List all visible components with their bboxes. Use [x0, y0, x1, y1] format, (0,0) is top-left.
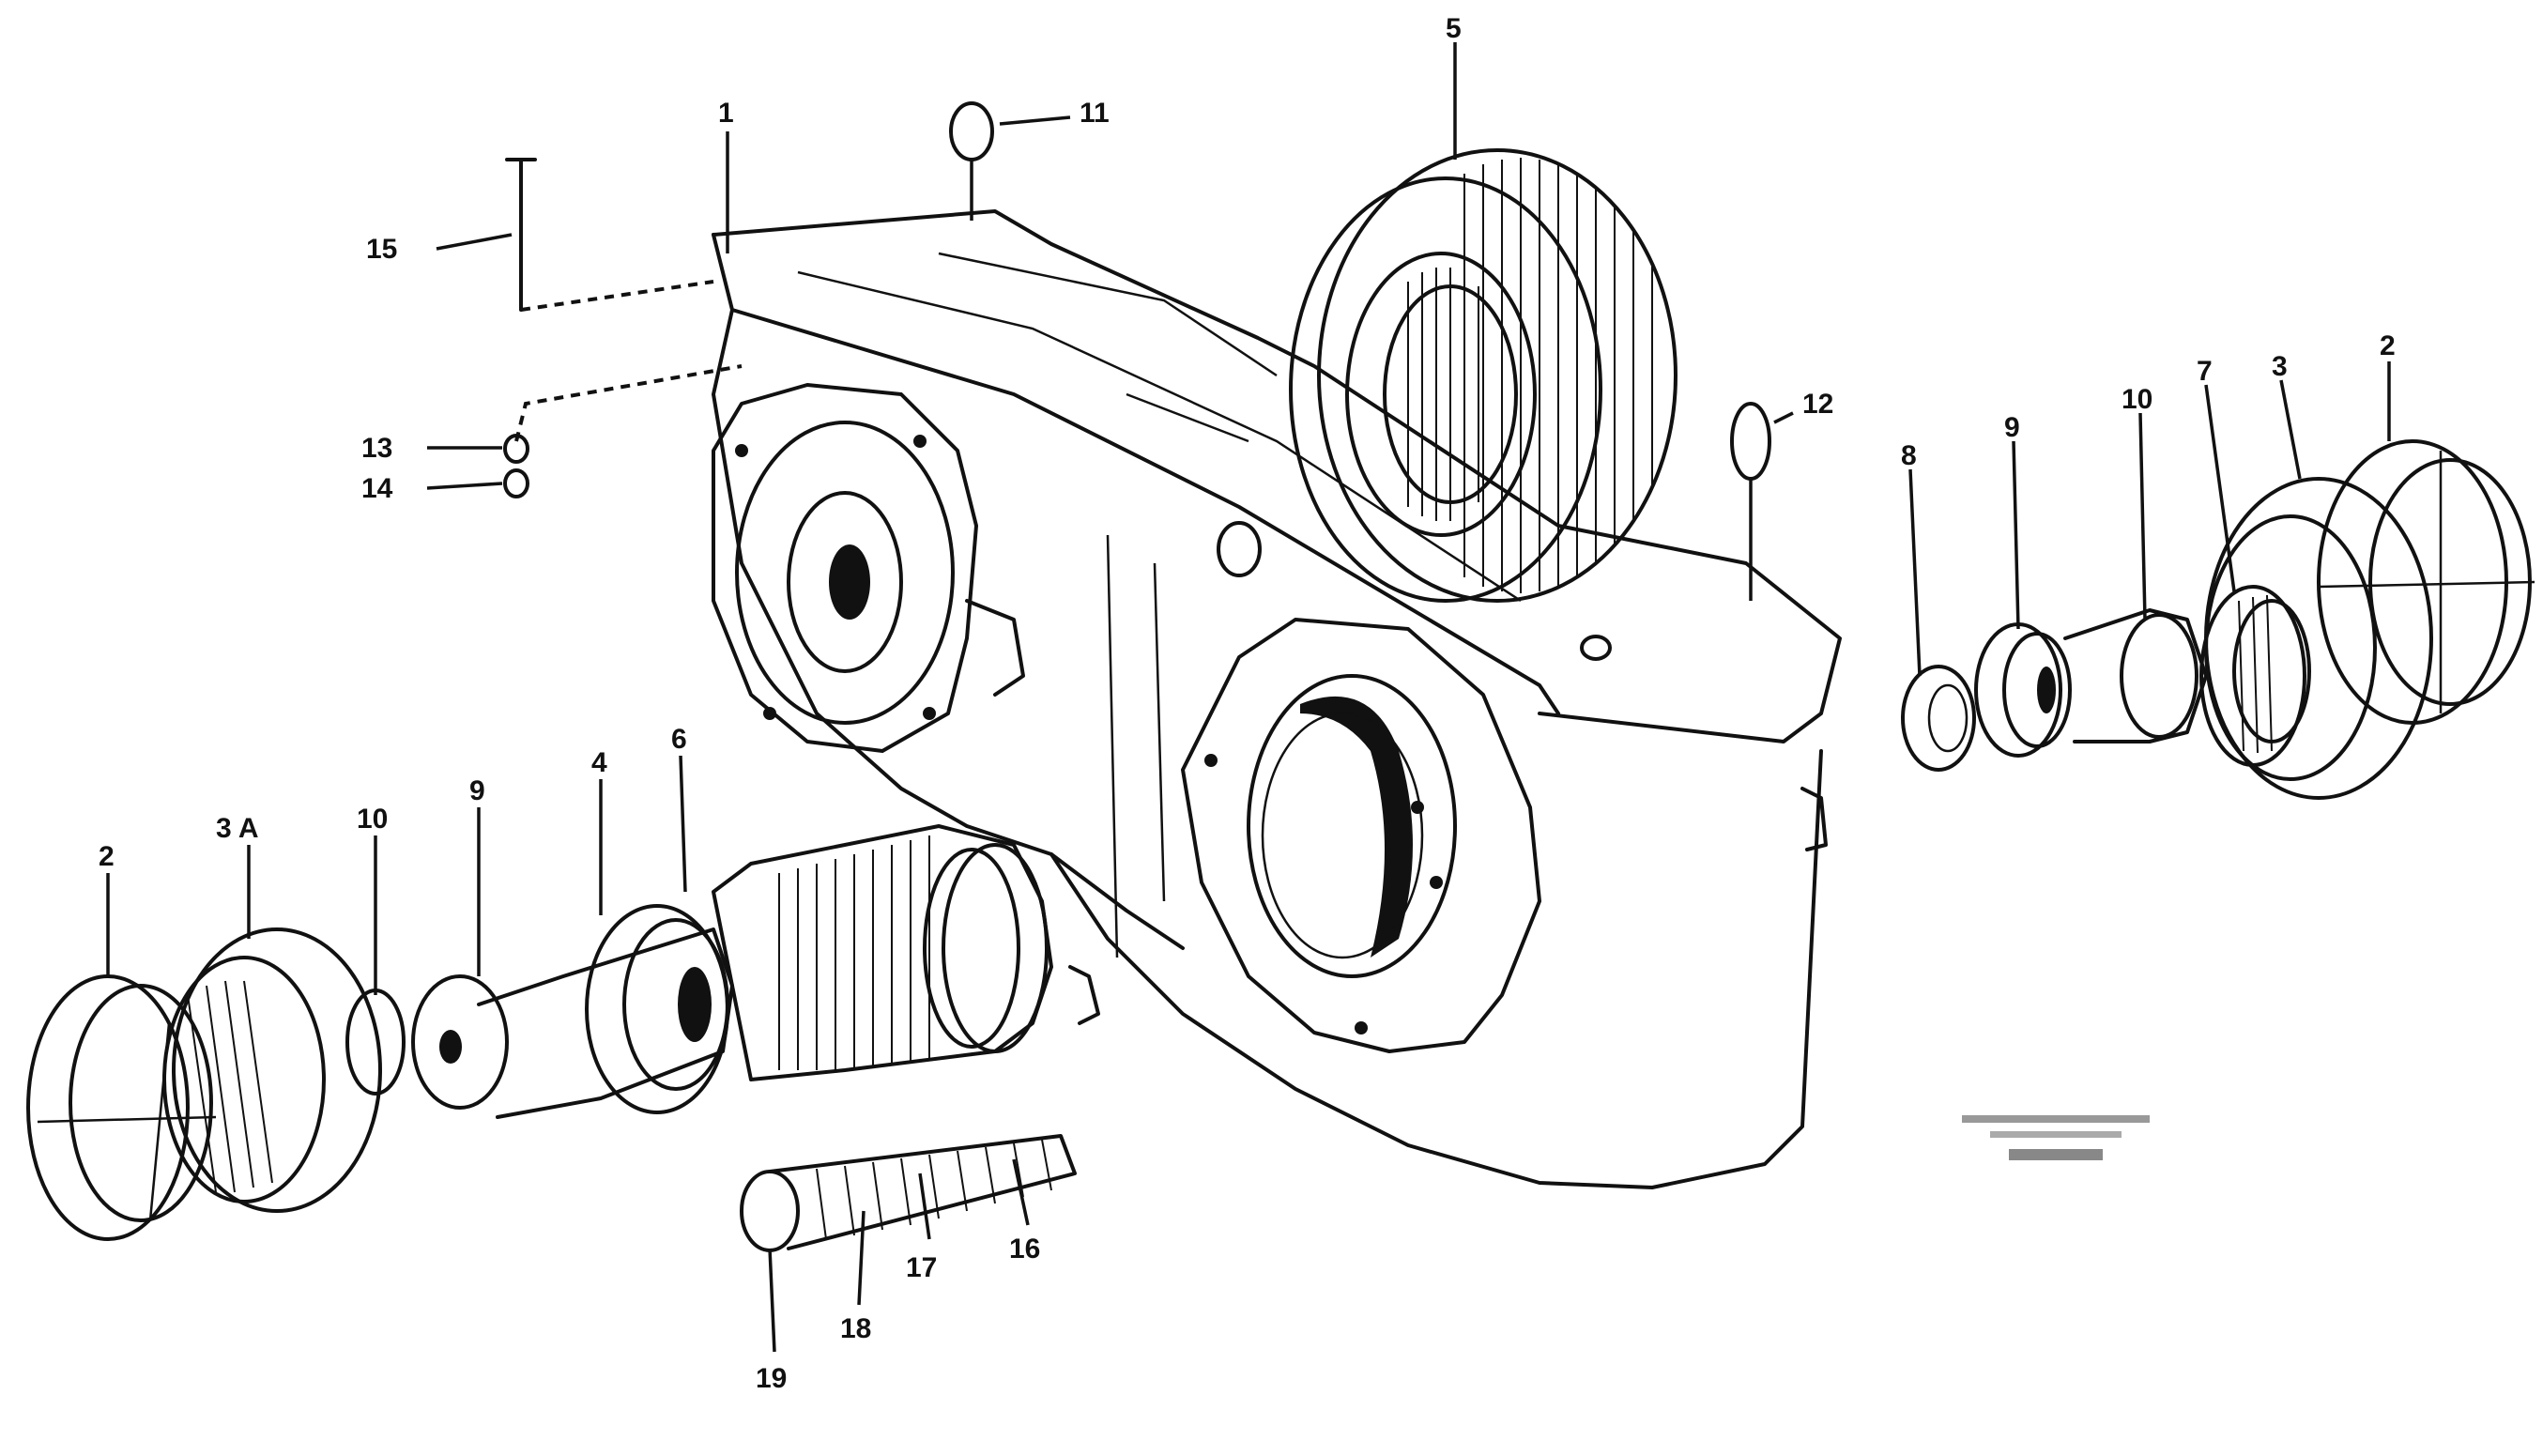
callout-3a-left: 3 A	[216, 813, 259, 844]
callout-19: 19	[756, 1363, 787, 1394]
callout-9-left: 9	[469, 775, 485, 806]
callout-6-left: 6	[671, 724, 687, 755]
callout-13: 13	[361, 433, 392, 464]
callout-8-right: 8	[1901, 440, 1917, 471]
figure-stamp	[1962, 1115, 2150, 1160]
plug-and-spring-set	[740, 965, 1100, 1252]
callout-1: 1	[718, 98, 734, 129]
callout-2-left: 2	[99, 841, 115, 872]
callout-14: 14	[361, 473, 393, 504]
small-rings	[503, 101, 1771, 498]
right-shaft-assembly	[1901, 439, 2535, 800]
callout-labels: 1 5 11 15 13 14 12 8 9 10 7 3 2 2 3 A 10…	[99, 13, 2396, 1394]
callout-15: 15	[366, 234, 397, 265]
callout-5: 5	[1446, 13, 1462, 44]
callout-11: 11	[1080, 98, 1110, 129]
callout-3-right: 3	[2272, 351, 2288, 382]
gearbox-housing	[712, 209, 1842, 1189]
large-gear-wheel	[1289, 148, 1677, 603]
callout-7-right: 7	[2197, 356, 2213, 387]
left-shaft-assembly	[26, 824, 1053, 1241]
callout-2-right: 2	[2380, 330, 2396, 361]
callout-12: 12	[1802, 389, 1833, 420]
callout-18: 18	[840, 1313, 871, 1344]
callout-16: 16	[1009, 1234, 1040, 1264]
ring-11	[949, 101, 994, 161]
callout-17: 17	[906, 1252, 937, 1283]
left-bearing-flange	[712, 383, 1025, 753]
leader-lines	[106, 42, 2391, 1353]
callout-10-left: 10	[357, 804, 388, 835]
ring-12	[1730, 402, 1771, 481]
callout-10-right: 10	[2122, 384, 2152, 415]
callout-4-left: 4	[591, 747, 607, 778]
callout-9-right: 9	[2004, 412, 2020, 443]
right-bearing-flange	[1181, 618, 1541, 1053]
